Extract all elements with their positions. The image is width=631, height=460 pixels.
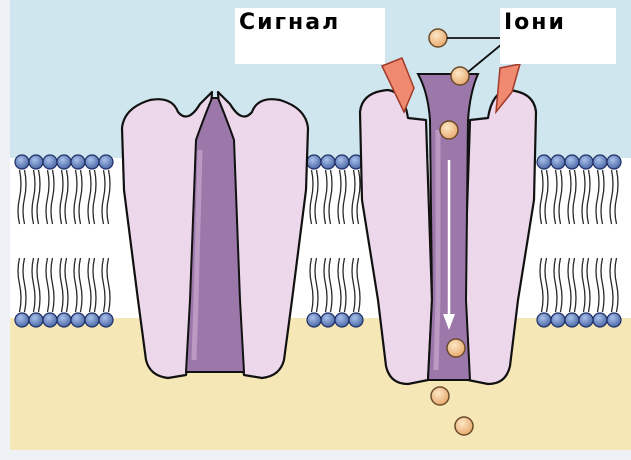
lipid-head [43, 313, 57, 327]
ion-icon [429, 29, 447, 47]
lipid-head [579, 313, 593, 327]
ion-icon [455, 417, 473, 435]
lipid-head [99, 155, 113, 169]
ion-icon [451, 67, 469, 85]
lipid-head [349, 313, 363, 327]
cytoplasm [10, 318, 631, 450]
ion-icon [447, 339, 465, 357]
lipid-head [57, 155, 71, 169]
lipid-head [551, 313, 565, 327]
open-channel-pore-highlight [436, 130, 438, 370]
lipid-head [565, 155, 579, 169]
lipid-head [537, 155, 551, 169]
lipid-head [307, 313, 321, 327]
lipid-head [593, 313, 607, 327]
lipid-head [43, 155, 57, 169]
lipid-head [537, 313, 551, 327]
lipid-head [99, 313, 113, 327]
lipid-head [551, 155, 565, 169]
lipid-head [335, 155, 349, 169]
membrane-core [10, 158, 631, 318]
lipid-head [85, 155, 99, 169]
ion-icon [431, 387, 449, 405]
lipid-head [307, 155, 321, 169]
ion-icon [440, 121, 458, 139]
lipid-head [71, 313, 85, 327]
lipid-head [71, 155, 85, 169]
lipid-head [15, 313, 29, 327]
lipid-head [579, 155, 593, 169]
lipid-head [85, 313, 99, 327]
lipid-head [57, 313, 71, 327]
lipid-head [607, 313, 621, 327]
open-ion-channel-icon [360, 58, 536, 384]
lipid-head [593, 155, 607, 169]
lipid-head [15, 155, 29, 169]
lipid-head [321, 313, 335, 327]
lipid-head [565, 313, 579, 327]
ions-label: Іони [500, 8, 616, 64]
lipid-head [321, 155, 335, 169]
signal-label: Сигнал [235, 8, 385, 64]
lipid-head [607, 155, 621, 169]
lipid-head [29, 155, 43, 169]
closed-ion-channel-icon [122, 92, 308, 378]
lipid-head [335, 313, 349, 327]
lipid-head [29, 313, 43, 327]
